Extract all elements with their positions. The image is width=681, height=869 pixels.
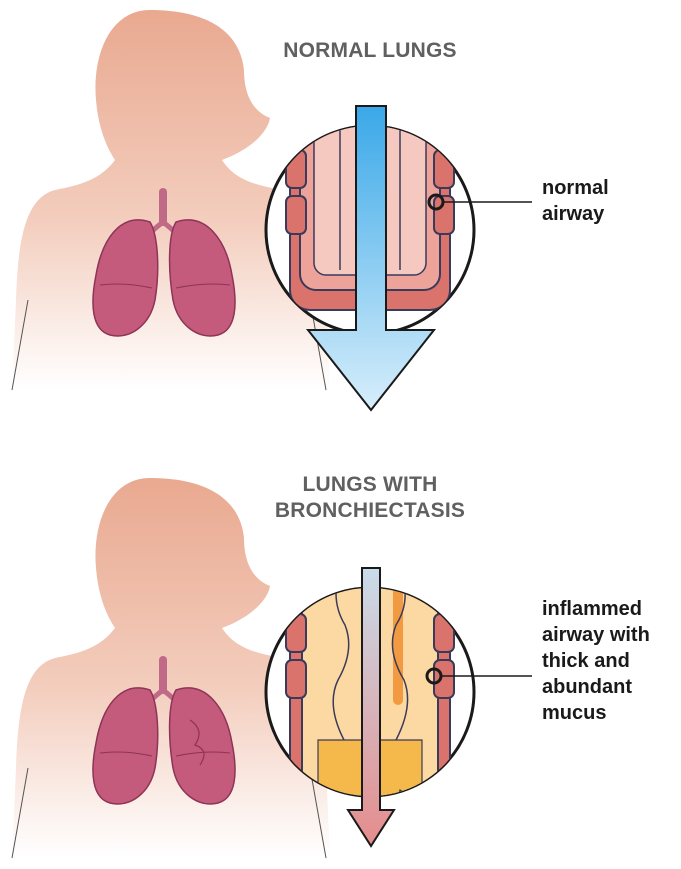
callout-line: mucus [542,700,650,726]
title-line: LUNGS WITH [250,472,490,498]
bronchiectasis-panel: LUNGS WITH BRONCHIECTASIS inflammed airw… [0,460,681,869]
page-title-normal: NORMAL LUNGS [260,38,480,64]
callout-normal-airway: normal airway [542,175,609,227]
callout-line: airway with [542,622,650,648]
page-title-bronchiectasis: LUNGS WITH BRONCHIECTASIS [250,472,490,524]
callout-line: inflammed [542,596,650,622]
callout-line: thick and [542,648,650,674]
callout-line: abundant [542,674,650,700]
title-line: BRONCHIECTASIS [250,498,490,524]
callout-line: normal [542,175,609,201]
callout-line: airway [542,201,609,227]
callout-inflamed-airway: inflammed airway with thick and abundant… [542,596,650,726]
normal-lungs-panel: NORMAL LUNGS normal airway [0,0,681,420]
